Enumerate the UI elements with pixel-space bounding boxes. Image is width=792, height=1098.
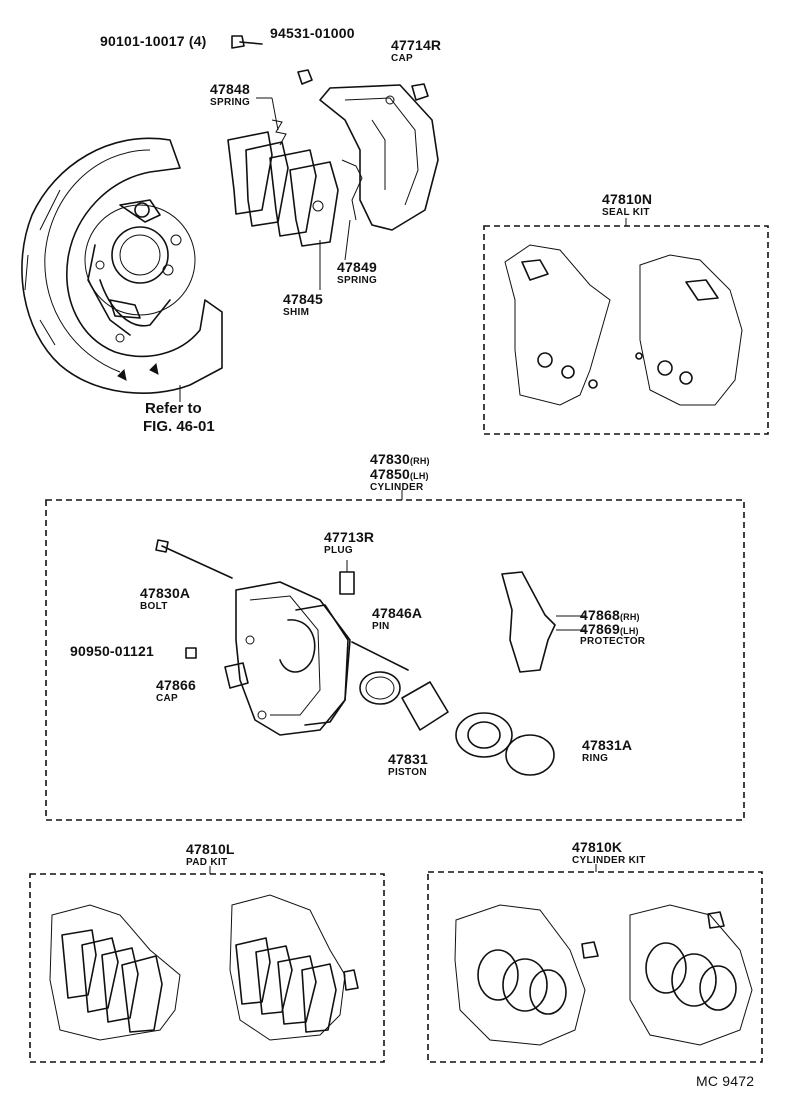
piston-part-name: PISTON	[388, 767, 427, 778]
pad-kit-box	[29, 873, 385, 1063]
pad-kit-part-number: 47810L	[186, 841, 235, 857]
protector-part-name: PROTECTOR	[580, 636, 646, 647]
cylinder-part-name: CYLINDER	[370, 482, 424, 493]
protector-lh-part-number: 47869(LH)	[580, 622, 639, 639]
bolt-4-qty: (4)	[188, 33, 207, 49]
shim-part-name: SHIM	[283, 307, 310, 318]
nut-top-part-number: 94531-01000	[270, 25, 355, 41]
protector-lh-suffix: (LH)	[619, 626, 639, 636]
reference-line-1: Refer to	[145, 400, 202, 417]
top-pads-drawing	[227, 119, 363, 247]
top-hardware-drawing	[231, 35, 429, 290]
bolt-4-part-number: 90101-10017 (4)	[100, 34, 207, 49]
ring-part-number: 47831A	[582, 737, 633, 753]
seal-kit-box	[483, 225, 769, 435]
pin-part-name: PIN	[372, 621, 390, 632]
protector-rh-suffix: (RH)	[619, 612, 640, 622]
plug-part-number: 47713R	[324, 529, 375, 545]
cylinder-kit-box	[427, 871, 763, 1063]
nut-bleeder-part-number: 90950-01121	[70, 643, 154, 659]
cap-top-part-name: CAP	[391, 53, 414, 64]
pad-kit-drawing	[49, 894, 359, 1041]
spring-b-part-name: SPRING	[337, 275, 378, 286]
bolt-4-number: 90101-10017	[100, 33, 185, 49]
spring-b-part-number: 47849	[337, 259, 377, 275]
piston-part-number: 47831	[388, 751, 428, 767]
bolt-part-name: BOLT	[140, 601, 168, 612]
cylinder-box	[45, 499, 745, 821]
seal-kit-part-name: SEAL KIT	[602, 207, 650, 218]
bolt-part-number: 47830A	[140, 585, 191, 601]
cylinder-kit-part-name: CYLINDER KIT	[572, 855, 646, 866]
cap-bleeder-part-name: CAP	[156, 693, 179, 704]
reference-line-2: FIG. 46-01	[143, 418, 215, 435]
pin-part-number: 47846A	[372, 605, 423, 621]
plug-part-name: PLUG	[324, 545, 353, 556]
top-caliper-drawing	[319, 84, 439, 231]
cylinder-kit-part-number: 47810K	[572, 839, 623, 855]
cylinder-lh-number: 47850	[370, 466, 410, 482]
protector-rh-number: 47868	[580, 607, 620, 623]
seal-kit-drawing	[504, 244, 743, 406]
spring-a-part-name: SPRING	[210, 97, 251, 108]
cylinder-drawing	[155, 539, 586, 776]
cylinder-rh-part-number: 47830(RH)	[370, 452, 430, 469]
seal-kit-part-number: 47810N	[602, 191, 653, 207]
cylinder-lh-part-number: 47850(LH)	[370, 467, 429, 484]
pad-kit-part-name: PAD KIT	[186, 857, 228, 868]
cylinder-rh-suffix: (RH)	[409, 456, 430, 466]
protector-rh-part-number: 47868(RH)	[580, 608, 640, 625]
protector-lh-number: 47869	[580, 621, 620, 637]
ring-part-name: RING	[582, 753, 609, 764]
dust-shield-drawing	[21, 137, 223, 402]
shim-part-number: 47845	[283, 291, 323, 307]
spring-a-part-number: 47848	[210, 81, 250, 97]
cylinder-lh-suffix: (LH)	[409, 471, 429, 481]
cap-bleeder-part-number: 47866	[156, 677, 196, 693]
cylinder-rh-number: 47830	[370, 451, 410, 467]
cylinder-kit-drawing	[454, 904, 753, 1046]
cap-top-part-number: 47714R	[391, 37, 442, 53]
footer-code: MC 9472	[696, 1073, 755, 1089]
